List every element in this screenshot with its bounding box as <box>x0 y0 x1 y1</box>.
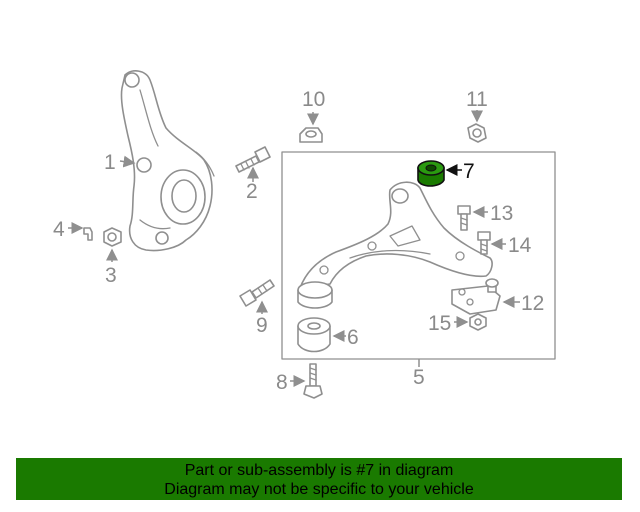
cotter-pin <box>83 227 93 241</box>
callout-11: 11 <box>466 88 488 111</box>
ball-joint-nut <box>469 313 487 331</box>
bushing-bolt <box>303 363 323 399</box>
callout-5: 5 <box>413 366 425 389</box>
callout-13: 13 <box>490 202 513 225</box>
flange-nut <box>299 127 323 143</box>
bushing <box>297 317 331 353</box>
callout-1: 1 <box>104 151 116 174</box>
hex-nut <box>467 123 487 143</box>
banner-line-disclaimer: Diagram may not be specific to your vehi… <box>164 481 474 498</box>
knuckle-nut <box>103 227 122 247</box>
banner-line-part-number: Part or sub-assembly is #7 in diagram <box>184 462 454 479</box>
callout-14: 14 <box>508 234 532 257</box>
rear-bushing-highlighted <box>417 160 445 187</box>
callout-7: 7 <box>463 160 475 183</box>
callout-9: 9 <box>256 314 268 337</box>
callout-10: 10 <box>302 88 325 111</box>
knuckle-bolt <box>235 146 271 173</box>
ball-joint-bolt-14 <box>477 231 491 255</box>
info-banner: Part or sub-assembly is #7 in diagram Di… <box>16 458 622 500</box>
callout-12: 12 <box>521 292 544 315</box>
callout-4: 4 <box>53 218 65 241</box>
parts-diagram: 1 2 3 4 5 7 <box>53 70 556 399</box>
lower-control-arm <box>299 181 493 289</box>
arm-front-bushing <box>297 281 333 309</box>
arm-bolt <box>239 279 275 307</box>
callout-3: 3 <box>105 264 117 287</box>
callout-2: 2 <box>246 180 258 203</box>
callout-15: 15 <box>428 312 451 335</box>
ball-joint-bolt-13 <box>457 205 471 231</box>
callout-6: 6 <box>347 326 359 349</box>
steering-knuckle <box>120 70 215 252</box>
callout-8: 8 <box>276 371 288 394</box>
ball-joint <box>451 278 501 315</box>
